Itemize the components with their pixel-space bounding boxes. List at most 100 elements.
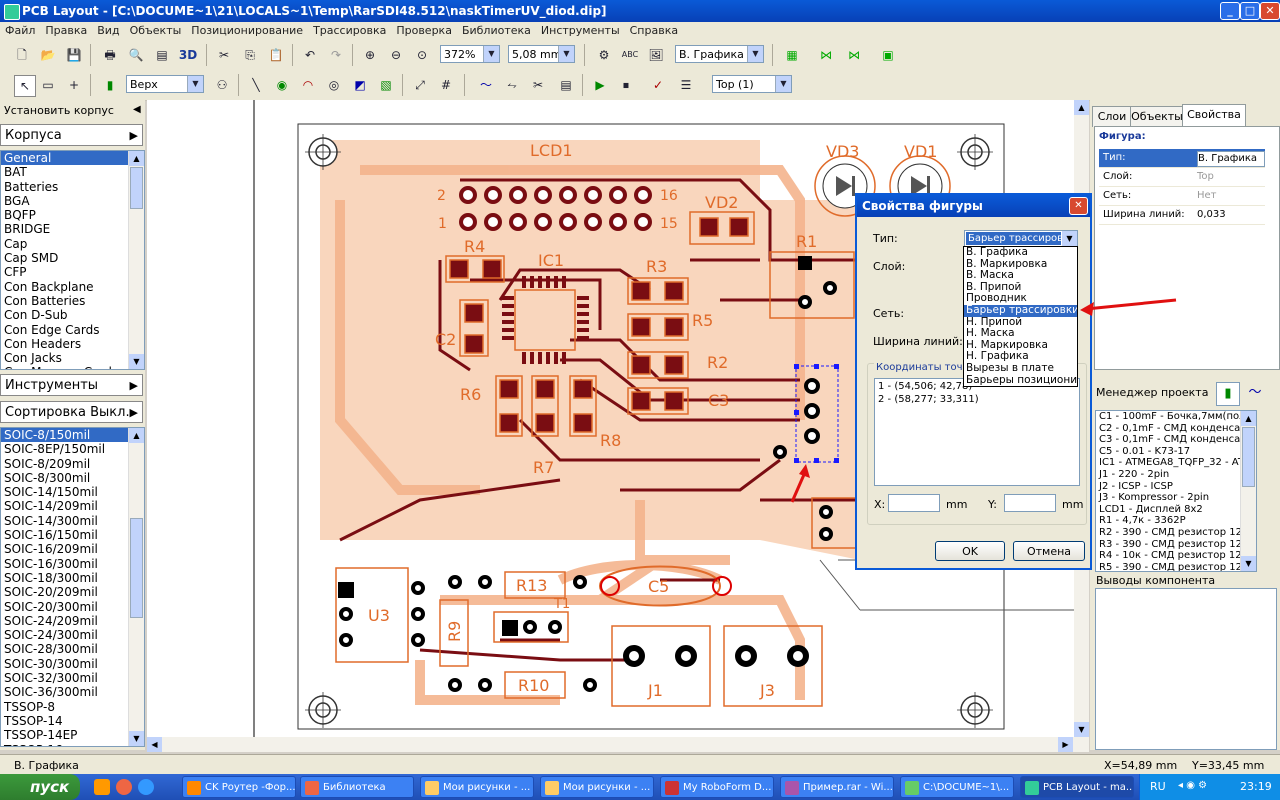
packages-scrollbar[interactable]: ▲▼ bbox=[128, 151, 144, 369]
print-icon[interactable]: 🖶 bbox=[104, 48, 116, 62]
firefox-icon[interactable] bbox=[116, 779, 132, 795]
export-icon[interactable]: ▤ bbox=[156, 48, 168, 62]
circle-tool-icon[interactable]: ◎ bbox=[328, 78, 340, 92]
component-list-item[interactable]: C5 - 0.01 - K73-17 bbox=[1099, 445, 1191, 457]
language-indicator[interactable]: RU bbox=[1150, 780, 1166, 793]
dialog-close-button[interactable]: ✕ bbox=[1069, 197, 1088, 215]
net-icon[interactable]: ⋈ bbox=[820, 48, 832, 62]
component-list-item[interactable]: R5 - 390 - СМД резистор 1206 bbox=[1099, 561, 1255, 572]
report-icon[interactable]: ▤ bbox=[560, 78, 572, 92]
package-item[interactable]: Cap SMD bbox=[4, 251, 59, 266]
new-file-icon[interactable]: 🗋 bbox=[17, 48, 27, 62]
task-item-4[interactable]: Мои рисунки - ... bbox=[540, 776, 654, 798]
prop-row-net[interactable]: Сеть:Нет bbox=[1099, 187, 1265, 206]
top-layer-select[interactable]: Top (1)▼ bbox=[712, 75, 792, 93]
play-icon[interactable]: ▶ bbox=[595, 78, 605, 92]
type-option[interactable]: Барьер трассировки bbox=[964, 304, 1077, 317]
type-option[interactable]: Н. Припой bbox=[966, 316, 1023, 328]
arc-tool-icon[interactable]: ◠ bbox=[302, 78, 314, 92]
menu-library[interactable]: Библиотека bbox=[461, 24, 531, 37]
packages-header[interactable]: Корпуса▶ bbox=[0, 124, 143, 146]
via-tool-icon[interactable]: ◉ bbox=[276, 78, 288, 92]
menu-view[interactable]: Вид bbox=[97, 24, 120, 37]
start-button[interactable]: пуск bbox=[0, 774, 80, 800]
image-icon[interactable]: 🖼 bbox=[648, 48, 664, 62]
netlist-icon[interactable]: ⋈ bbox=[848, 48, 860, 62]
footprint-item[interactable]: TSSOP-14 bbox=[4, 713, 63, 728]
pointer-tool-icon[interactable]: ↖ bbox=[14, 75, 36, 97]
canvas-hscroll[interactable]: ◀ ▶ bbox=[147, 737, 1089, 752]
grid-select[interactable]: 5,08 mm▼ bbox=[508, 45, 575, 63]
footprints-scrollbar[interactable]: ▲▼ bbox=[128, 428, 144, 746]
fill-tool-icon[interactable]: ▧ bbox=[380, 78, 392, 92]
copy-icon[interactable]: ⎘ bbox=[245, 48, 255, 62]
type-option[interactable]: Н. Маркировка bbox=[966, 339, 1048, 351]
package-item[interactable]: BAT bbox=[4, 165, 27, 180]
component-list-item[interactable]: R3 - 390 - СМД резистор 1206 bbox=[1099, 538, 1255, 550]
package-item[interactable]: Con Jacks bbox=[4, 351, 62, 366]
pcb-board-svg[interactable]: LCD1 VD3 VD1 VD2 R4 IC1 R3 R5 R2 C3 C2 R… bbox=[147, 100, 1089, 737]
footprint-item[interactable]: SOIC-28/300mil bbox=[4, 642, 98, 657]
task-item-5[interactable]: My RoboForm D... bbox=[660, 776, 774, 798]
footprint-item[interactable]: TSSOP-8 bbox=[4, 699, 55, 714]
drc-icon[interactable]: ▣ bbox=[882, 48, 894, 62]
component-list-item[interactable]: R4 - 10к - СМД резистор 1206 bbox=[1099, 550, 1255, 562]
component-outputs-list[interactable] bbox=[1095, 588, 1277, 750]
package-item[interactable]: BGA bbox=[4, 193, 30, 208]
tools-header[interactable]: Инструменты▶ bbox=[0, 374, 143, 396]
side-select[interactable]: Верх▼ bbox=[126, 75, 204, 93]
menu-check[interactable]: Проверка bbox=[396, 24, 452, 37]
footprint-item[interactable]: SOIC-32/300mil bbox=[4, 671, 98, 686]
package-item[interactable]: Cap bbox=[4, 236, 28, 251]
footprint-item[interactable]: SOIC-14/300mil bbox=[4, 513, 98, 528]
component-list-item[interactable]: R1 - 4,7к - 3362P bbox=[1099, 515, 1186, 527]
maximize-button[interactable]: □ bbox=[1240, 2, 1260, 20]
menu-objects[interactable]: Объекты bbox=[129, 24, 182, 37]
zoom-fit-icon[interactable]: ⊙ bbox=[416, 48, 428, 62]
binoculars-icon[interactable]: ⚇ bbox=[216, 78, 228, 92]
cancel-button[interactable]: Отмена bbox=[1013, 541, 1085, 561]
footprint-item[interactable]: SOIC-20/300mil bbox=[4, 599, 98, 614]
crosshair-tool-icon[interactable]: + bbox=[68, 78, 80, 92]
package-item[interactable]: BQFP bbox=[4, 208, 36, 223]
type-option[interactable]: В. Припой bbox=[966, 281, 1022, 293]
save-icon[interactable]: 💾 bbox=[66, 48, 82, 62]
type-option[interactable]: В. Графика bbox=[966, 247, 1028, 258]
nets-view-icon[interactable]: 〜 bbox=[1248, 385, 1262, 400]
type-option[interactable]: Н. Маска bbox=[966, 328, 1015, 340]
type-option[interactable]: В. Маска bbox=[966, 270, 1014, 282]
task-item-8[interactable]: PCB Layout - ma... bbox=[1020, 776, 1134, 798]
undo-icon[interactable]: ↶ bbox=[304, 48, 316, 62]
footprint-item[interactable]: TSSOP-16 bbox=[1, 743, 144, 746]
unroute-icon[interactable]: ✂ bbox=[532, 78, 544, 92]
prop-row-width[interactable]: Ширина линий:0,033 bbox=[1099, 206, 1265, 225]
print-preview-icon[interactable]: 🔍 bbox=[128, 48, 144, 62]
package-item[interactable]: Con Backplane bbox=[4, 279, 94, 294]
task-item-1[interactable]: CK Роутер -Фор... bbox=[182, 776, 296, 798]
properties-icon[interactable]: ⚙ bbox=[598, 48, 610, 62]
sort-header[interactable]: Сортировка Выкл.▶ bbox=[0, 401, 143, 423]
zoom-out-icon[interactable]: ⊖ bbox=[390, 48, 402, 62]
footprint-item[interactable]: SOIC-30/300mil bbox=[4, 656, 98, 671]
component-icon[interactable]: ▦ bbox=[786, 48, 798, 62]
route-icon[interactable]: 〜 bbox=[479, 78, 492, 92]
component-list-item[interactable]: LCD1 - Дисплей 8x2 bbox=[1099, 503, 1203, 515]
footprint-item[interactable]: SOIC-16/300mil bbox=[4, 556, 98, 571]
zoom-select[interactable]: 372%▼ bbox=[440, 45, 500, 63]
type-option[interactable]: Н. Графика bbox=[966, 351, 1029, 363]
components-view-icon[interactable]: ▮ bbox=[1216, 382, 1240, 406]
component-list-item[interactable]: IC1 - ATMEGA8_TQFP_32 - ATMEGA8 bbox=[1099, 457, 1256, 469]
coord-point-2[interactable]: 2 - (58,277; 33,311) bbox=[878, 394, 979, 405]
stop-icon[interactable]: ⏹ bbox=[622, 78, 629, 92]
package-item[interactable]: Con Edge Cards bbox=[4, 322, 100, 337]
cut-icon[interactable]: ✂ bbox=[218, 48, 230, 62]
package-item[interactable]: CFP bbox=[4, 265, 27, 280]
open-folder-icon[interactable]: 📂 bbox=[40, 48, 56, 62]
manager-scrollbar[interactable]: ▲▼ bbox=[1240, 411, 1256, 571]
task-item-6[interactable]: Пример.rar - Wi... bbox=[780, 776, 894, 798]
menu-file[interactable]: Файл bbox=[5, 24, 36, 37]
package-item[interactable]: Con Batteries bbox=[4, 293, 86, 308]
task-item-7[interactable]: C:\DOCUME~1\... bbox=[900, 776, 1014, 798]
package-item[interactable]: BRIDGE bbox=[4, 222, 51, 237]
